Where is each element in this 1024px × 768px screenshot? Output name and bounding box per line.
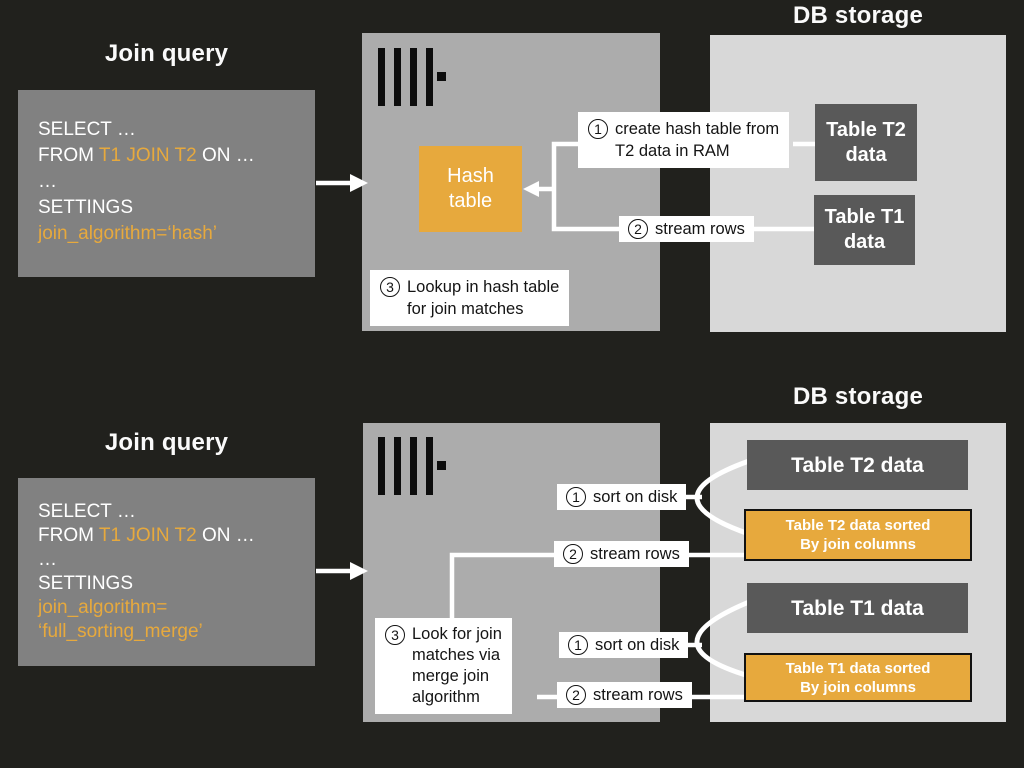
query-line: FROM T1 JOIN T2 ON … — [38, 524, 315, 548]
table-t2-data-box: Table T2 data — [815, 104, 917, 181]
table-label-line: By join columns — [800, 536, 916, 553]
table-t2-data-sorted-box: Table T2 data sorted By join columns — [744, 509, 972, 561]
step2-stream-rows-label: 2 stream rows — [619, 216, 754, 242]
query-line: … — [38, 548, 315, 572]
table-label-line: By join columns — [800, 678, 916, 696]
hash-table-label: Hash — [447, 165, 494, 187]
clickhouse-logo-bar — [426, 437, 433, 495]
step3-lookup-label: 3 Lookup in hash table for join matches — [370, 270, 570, 326]
table-t2-data-box: Table T2 data — [747, 440, 968, 490]
sql-text: SELECT … — [38, 119, 136, 140]
table-t1-data-box: Table T1 data — [814, 195, 915, 265]
step-label-text: stream rows — [590, 544, 680, 563]
table-label-line: Table T2 data — [791, 453, 924, 477]
clickhouse-logo-dot — [437, 72, 446, 81]
clickhouse-logo-dot — [437, 461, 446, 470]
table-label-line: data — [843, 231, 886, 253]
table-label-line: Table T1 data — [791, 596, 924, 620]
table-label-line: data — [845, 143, 887, 166]
hash-table-label: table — [448, 190, 493, 212]
merge-join-query-box: SELECT … FROM T1 JOIN T2 ON … … SETTINGS… — [18, 478, 315, 666]
circled-number-2: 2 — [563, 544, 583, 564]
step-label-text: Look for join matches via merge join alg… — [412, 624, 502, 708]
clickhouse-logo-bar — [378, 437, 385, 495]
query-line: … — [38, 169, 315, 195]
sql-setting: join_algorithm= — [38, 597, 168, 618]
sql-text: ON … — [196, 145, 255, 166]
clickhouse-logo-icon — [378, 437, 448, 495]
step-label-text: Lookup in hash table for join matches — [407, 276, 559, 320]
circled-number-2: 2 — [628, 219, 648, 239]
query-line: join_algorithm= — [38, 596, 315, 620]
merge-join-query-title: Join query — [104, 429, 229, 456]
sql-text: SETTINGS — [38, 197, 134, 218]
query-line: SETTINGS — [38, 572, 315, 596]
sql-text: ON … — [196, 525, 255, 546]
table-t1-data-sorted-box: Table T1 data sorted By join columns — [744, 653, 972, 702]
step-label-line: T2 data in RAM — [615, 142, 730, 160]
step-label-line: Lookup in hash table — [407, 278, 560, 296]
query-line: FROM T1 JOIN T2 ON … — [38, 143, 315, 169]
step-label-line: Look for join — [412, 625, 502, 643]
circled-number-3: 3 — [385, 625, 405, 645]
query-line: SELECT … — [38, 500, 315, 524]
query-line: ‘full_sorting_merge’ — [38, 620, 315, 644]
step-label-line: create hash table from — [615, 120, 780, 138]
merge-join-db-storage-title: DB storage — [792, 383, 924, 410]
hash-table-box: Hash table — [419, 146, 522, 232]
hash-join-db-storage-title: DB storage — [792, 2, 924, 29]
step-label-line: algorithm — [412, 688, 480, 706]
sql-join-clause: T1 JOIN T2 — [98, 145, 197, 166]
query-line: SETTINGS — [38, 195, 315, 221]
step-label-text: sort on disk — [593, 487, 678, 506]
sort-on-disk-label-t1: 1 sort on disk — [559, 632, 689, 658]
sort-on-disk-label-t2: 1 sort on disk — [557, 484, 687, 510]
sql-text: FROM — [38, 525, 99, 546]
table-label-line: Table T2 — [826, 118, 906, 141]
step-label-line: matches via — [412, 646, 501, 664]
table-label-line: Table T1 data sorted — [785, 659, 931, 677]
clickhouse-logo-bar — [426, 48, 433, 106]
step-label-text: stream rows — [593, 685, 683, 704]
table-label-line: Table T2 data sorted — [785, 517, 931, 534]
step-label-line: for join matches — [407, 300, 524, 318]
circled-number-1: 1 — [568, 635, 588, 655]
sql-join-clause: T1 JOIN T2 — [98, 525, 197, 546]
stream-rows-label-t1: 2 stream rows — [557, 682, 692, 708]
clickhouse-logo-bar — [394, 437, 401, 495]
step-label-line: merge join — [412, 667, 490, 685]
sql-setting: ‘full_sorting_merge’ — [38, 621, 203, 642]
sql-text: SETTINGS — [38, 573, 134, 594]
step-label-text: sort on disk — [595, 635, 680, 654]
query-line: join_algorithm=‘hash’ — [38, 221, 315, 247]
sql-setting: join_algorithm=‘hash’ — [38, 223, 218, 244]
step-label-text: stream rows — [655, 219, 745, 238]
clickhouse-logo-icon — [378, 48, 448, 106]
table-t1-data-box: Table T1 data — [747, 583, 968, 633]
clickhouse-logo-bar — [378, 48, 385, 106]
stream-rows-label-t2: 2 stream rows — [554, 541, 689, 567]
circled-number-3: 3 — [380, 277, 400, 297]
sql-text: SELECT … — [38, 501, 136, 522]
circled-number-1: 1 — [588, 119, 608, 139]
hash-join-query-title: Join query — [104, 40, 229, 67]
clickhouse-logo-bar — [394, 48, 401, 106]
circled-number-1: 1 — [566, 487, 586, 507]
step-label-text: create hash table from T2 data in RAM — [615, 118, 779, 162]
hash-join-query-box: SELECT … FROM T1 JOIN T2 ON … … SETTINGS… — [18, 90, 315, 277]
clickhouse-logo-bar — [410, 48, 417, 106]
clickhouse-logo-bar — [410, 437, 417, 495]
step1-create-hash-table-label: 1 create hash table from T2 data in RAM — [578, 112, 790, 168]
sql-text: … — [38, 549, 57, 570]
hash-join-db-storage-box — [710, 35, 1006, 332]
sql-text: FROM — [38, 145, 99, 166]
circled-number-2: 2 — [566, 685, 586, 705]
sql-text: … — [38, 171, 57, 192]
step3-merge-join-label: 3 Look for join matches via merge join a… — [375, 618, 512, 714]
query-line: SELECT … — [38, 117, 315, 143]
table-label-line: Table T1 — [824, 206, 905, 228]
